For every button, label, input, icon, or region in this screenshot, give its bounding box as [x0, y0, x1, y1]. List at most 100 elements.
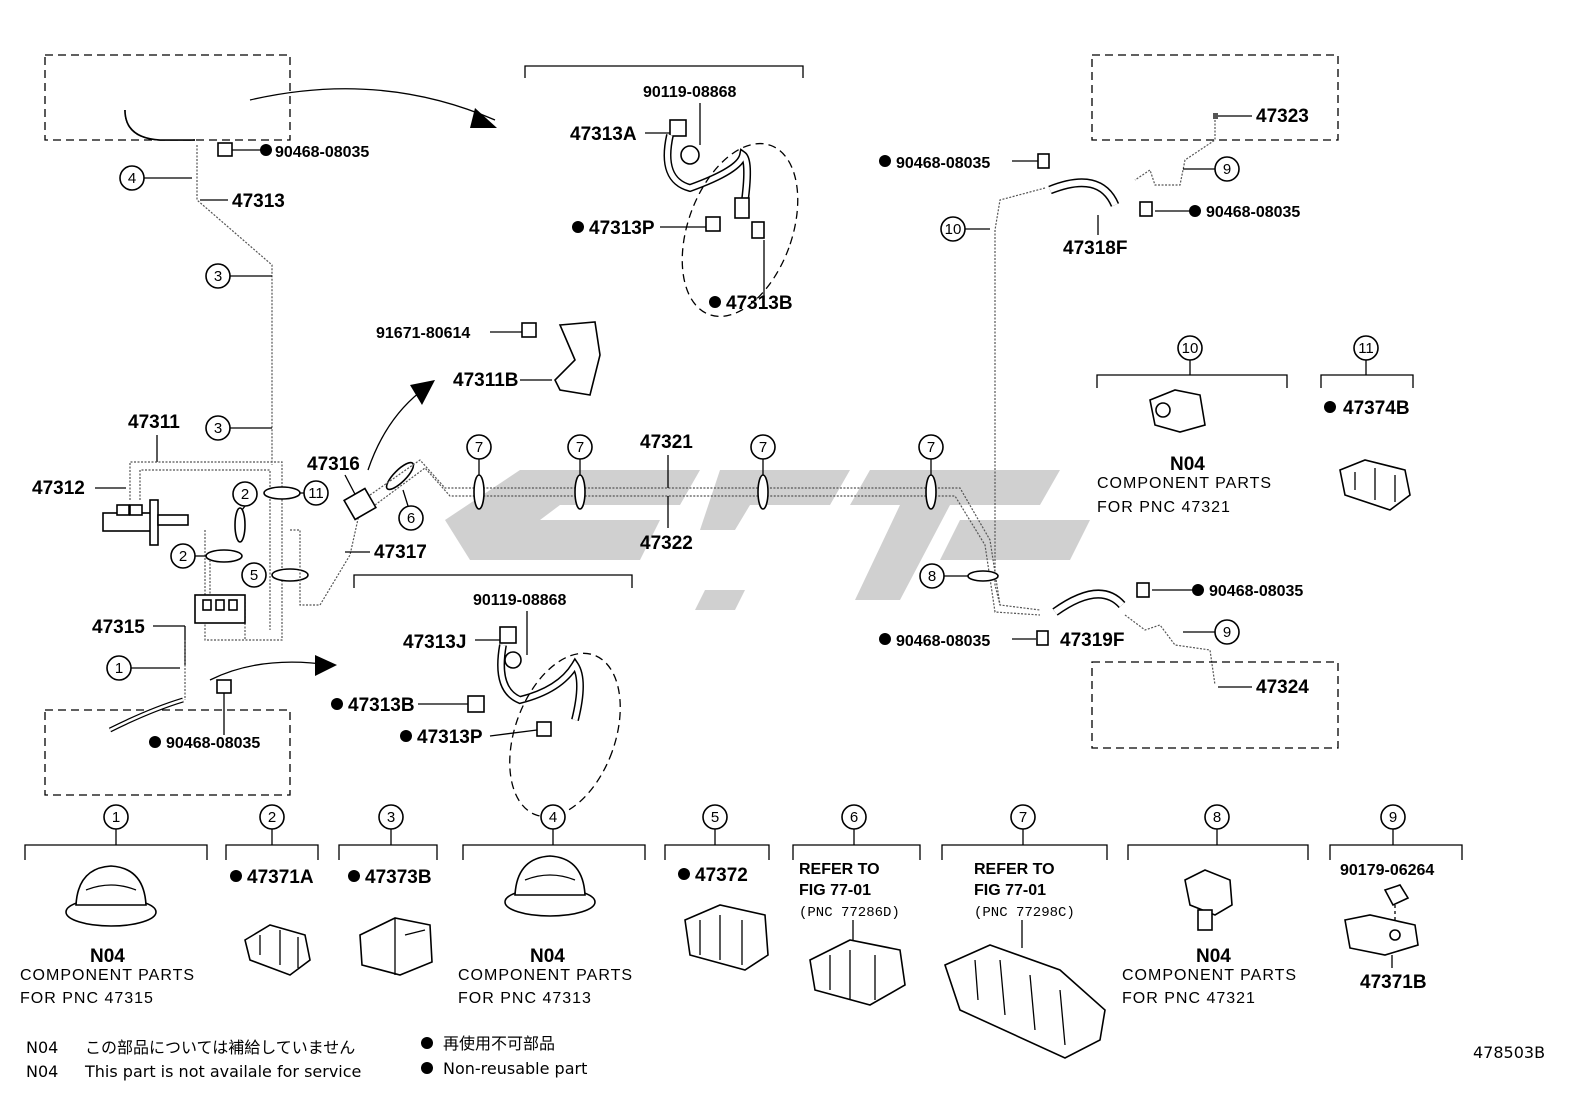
part-47313B-top: 47313B	[726, 293, 793, 314]
part-91671-80614: 91671-80614	[376, 325, 470, 342]
detail-4-code: N04	[530, 946, 565, 967]
detail-8-note-line2: COMPONENT PARTS	[1122, 967, 1297, 984]
bottom-details: 1 N04 COMPONENT PARTS FOR PNC 47315 2 47…	[20, 804, 1463, 1059]
part-47311B: 47311B	[453, 370, 519, 391]
front-hose-detail-bottom: 90119-08868 47313J 47313B 47313P	[331, 574, 633, 818]
part-90468-08035-bottom: 90468-08035	[166, 735, 260, 752]
legend: N04 この部品については補給していません N04 This part is n…	[26, 1034, 1545, 1081]
part-47316: 47316	[307, 454, 360, 475]
svg-text:11: 11	[308, 485, 324, 502]
non-reusable-dot	[1324, 401, 1336, 413]
svg-text:3: 3	[214, 420, 222, 437]
svg-text:8: 8	[1213, 809, 1221, 826]
non-reusable-dot	[260, 144, 272, 156]
svg-text:9: 9	[1389, 809, 1397, 826]
svg-text:6: 6	[850, 809, 858, 826]
non-reusable-dot	[678, 868, 690, 880]
part-47321: 47321	[640, 432, 693, 453]
part-90468-08035-r4: 90468-08035	[896, 633, 990, 650]
part-47319F: 47319F	[1060, 630, 1124, 651]
detail-1-code: N04	[90, 946, 125, 967]
detail-8-code: N04	[1196, 946, 1231, 967]
part-47313: 47313	[232, 191, 285, 212]
svg-text:9: 9	[1223, 624, 1231, 641]
svg-text:9: 9	[1223, 161, 1231, 178]
part-47313J: 47313J	[403, 632, 466, 653]
detail-3-part: 47373B	[365, 867, 432, 888]
svg-text:7: 7	[475, 439, 483, 456]
svg-text:7: 7	[576, 439, 584, 456]
legend-bullet-jp	[421, 1037, 433, 1049]
legend-nonreusable-en: Non-reusable part	[443, 1059, 587, 1078]
detail-9-part-clamp: 47371B	[1360, 972, 1427, 993]
svg-text:2: 2	[179, 548, 187, 565]
svg-text:1: 1	[112, 809, 120, 826]
part-90468-08035-r1: 90468-08035	[896, 155, 990, 172]
non-reusable-dot	[1192, 584, 1204, 596]
part-47312: 47312	[32, 478, 85, 499]
legend-bullet-en	[421, 1062, 433, 1074]
detail-2-part: 47371A	[247, 867, 314, 888]
detail-7-ref-line2: FIG 77-01	[974, 882, 1046, 899]
part-47313B-bottom: 47313B	[348, 695, 415, 716]
lower-left-group: 90468-08035	[44, 655, 337, 796]
svg-text:3: 3	[387, 809, 395, 826]
part-47318F: 47318F	[1063, 238, 1127, 259]
bracket-47311B: 91671-80614 47311B	[376, 321, 601, 396]
callout-4-label: 4	[128, 170, 136, 187]
svg-text:7: 7	[927, 439, 935, 456]
non-reusable-dot	[572, 221, 584, 233]
svg-text:11: 11	[1358, 340, 1374, 357]
part-90119-08868-bottom: 90119-08868	[473, 592, 567, 609]
svg-text:5: 5	[711, 809, 719, 826]
callout-6	[398, 505, 424, 531]
detail-6-ref-line2: FIG 77-01	[799, 882, 871, 899]
part-90468-08035-r3: 90468-08035	[1209, 583, 1303, 600]
part-90468-08035-r2: 90468-08035	[1206, 204, 1300, 221]
detail-6-ref-line3: (PNC 77286D)	[799, 905, 900, 921]
svg-text:3: 3	[214, 268, 222, 285]
detail-10-note-line3: FOR PNC 47321	[1097, 499, 1231, 516]
part-47313P-top: 47313P	[589, 218, 655, 239]
part-90119-08868-top: 90119-08868	[643, 84, 737, 101]
part-47313P-bottom: 47313P	[417, 727, 483, 748]
non-reusable-dot	[400, 730, 412, 742]
detail-10-code: N04	[1170, 454, 1205, 475]
legend-text-jp: この部品については補給していません	[85, 1038, 355, 1057]
part-47317: 47317	[374, 542, 427, 563]
detail-7-ref-line1: REFER TO	[974, 861, 1055, 878]
legend-code-jp: N04	[26, 1038, 58, 1057]
non-reusable-dot	[331, 698, 343, 710]
detail-6-ref-line1: REFER TO	[799, 861, 880, 878]
detail-1-note-line3: FOR PNC 47315	[20, 990, 154, 1007]
svg-text:1: 1	[115, 660, 123, 677]
non-reusable-dot	[230, 870, 242, 882]
figure-id: 478503B	[1473, 1043, 1545, 1062]
part-47315: 47315	[92, 617, 145, 638]
wheel-area-box-top-left	[44, 54, 291, 141]
svg-text:2: 2	[241, 486, 249, 503]
wheel-area-box-top-right	[1091, 54, 1339, 141]
master-cylinder-group: 47311 47312 2 11 2 5 47315	[32, 412, 361, 700]
svg-text:10: 10	[945, 221, 962, 238]
legend-text-en: This part is not availale for service	[84, 1062, 361, 1081]
legend-code-en: N04	[26, 1062, 58, 1081]
detail-7-ref-line3: (PNC 77298C)	[974, 905, 1075, 921]
detail-5-part: 47372	[695, 865, 748, 886]
part-47311: 47311	[128, 412, 180, 433]
watermark-logo	[445, 470, 1090, 610]
rear-right-group: 47323 9 90468-08035 10 90468-08035 47318…	[879, 54, 1339, 749]
callout-5	[241, 562, 267, 588]
non-reusable-dot	[348, 870, 360, 882]
wheel-area-box-bottom-left	[44, 709, 291, 796]
detail-11: 11 47374B	[1320, 335, 1414, 511]
part-47323: 47323	[1256, 106, 1309, 127]
svg-text:6: 6	[407, 510, 415, 527]
detail-4-note-line2: COMPONENT PARTS	[458, 967, 633, 984]
detail-4-note-line3: FOR PNC 47313	[458, 990, 592, 1007]
part-47322: 47322	[640, 533, 693, 554]
part-47313A: 47313A	[570, 124, 637, 145]
part-47324: 47324	[1256, 677, 1309, 698]
part-90468-08035-top: 90468-08035	[275, 144, 369, 161]
detail-11-part: 47374B	[1343, 398, 1410, 419]
